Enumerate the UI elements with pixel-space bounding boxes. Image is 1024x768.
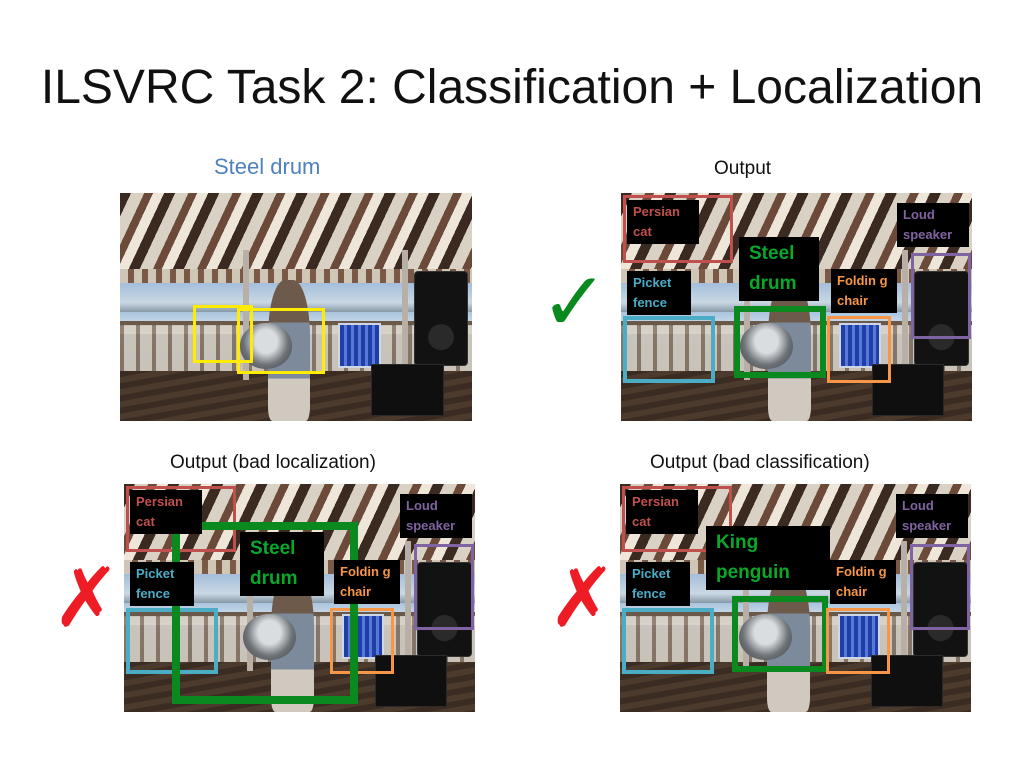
persian-cat-label: Persian cat [130, 490, 202, 534]
loud-speaker-label: Loud speaker [896, 494, 968, 538]
loud-speaker-box [414, 544, 474, 630]
slide-title: ILSVRC Task 2: Classification + Localiza… [40, 61, 984, 114]
ground-truth-caption: Steel drum [214, 154, 321, 179]
folding-chair-box [826, 608, 890, 674]
picket-fence-box [623, 316, 715, 383]
output-caption: Output [714, 158, 772, 179]
loud-speaker-box [910, 544, 970, 630]
bad-classification-caption: Output (bad classification) [650, 452, 870, 473]
picket-fence-label: Picket fence [626, 562, 690, 606]
cross-icon: ✗ [52, 551, 121, 646]
steel-drum-box [172, 522, 358, 704]
picket-fence-label: Picket fence [130, 562, 194, 606]
folding-chair-label: Foldin g chair [831, 269, 897, 313]
ground-truth-box [237, 308, 325, 374]
ground-truth-photo [120, 193, 472, 421]
cross-icon: ✗ [548, 551, 617, 646]
persian-cat-box [622, 486, 732, 552]
steel-drum-label: Steel drum [739, 237, 819, 301]
output-photo: Persian cat Loud speaker Steel drum Pick… [621, 193, 972, 421]
folding-chair-box [330, 608, 394, 674]
folding-chair-box [827, 316, 891, 383]
bad-classification-photo: Persian cat Loud speaker King penguin Pi… [620, 484, 971, 712]
persian-cat-label: Persian cat [627, 200, 699, 244]
king-penguin-label: King penguin [706, 526, 830, 590]
loud-speaker-box [911, 253, 971, 339]
folding-chair-label: Foldin g chair [334, 560, 400, 604]
steel-drum-box [734, 306, 826, 378]
persian-cat-box [623, 195, 733, 263]
loud-speaker-label: Loud speaker [897, 203, 969, 247]
checkmark-icon: ✓ [540, 257, 609, 348]
folding-chair-label: Foldin g chair [830, 560, 896, 604]
picket-fence-label: Picket fence [627, 271, 691, 315]
picket-fence-box [622, 608, 714, 674]
steel-drum-label: Steel drum [240, 532, 324, 596]
ground-truth-box [193, 305, 253, 363]
persian-cat-box [126, 486, 236, 552]
king-penguin-box [732, 596, 828, 672]
bad-localization-photo: Persian cat Loud speaker Picket fence Fo… [124, 484, 475, 712]
bad-localization-caption: Output (bad localization) [170, 452, 376, 473]
loud-speaker-label: Loud speaker [400, 494, 472, 538]
persian-cat-label: Persian cat [626, 490, 698, 534]
